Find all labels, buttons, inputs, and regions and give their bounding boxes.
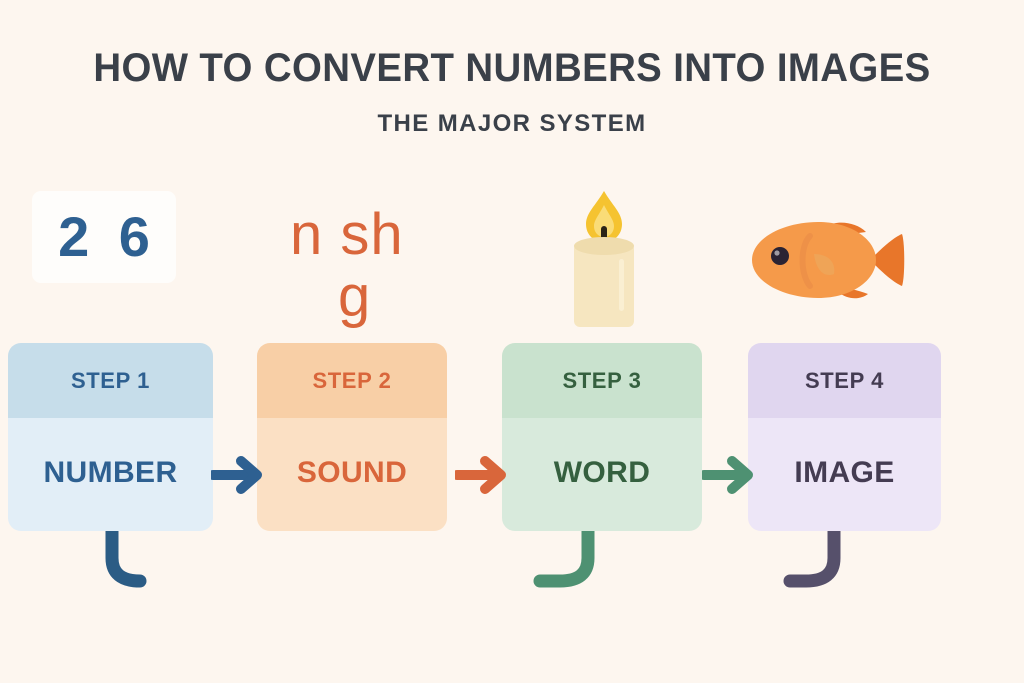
sound-example-top: n sh xyxy=(290,202,404,267)
sound-example-bottom: g xyxy=(338,264,371,329)
loop-from-step-3 xyxy=(533,521,595,588)
step-card-1-header: STEP 1 xyxy=(8,343,213,418)
loop-from-step-4 xyxy=(783,521,841,588)
page-subtitle: THE MAJOR SYSTEM xyxy=(377,110,647,137)
step-card-4[interactable]: STEP 4 IMAGE xyxy=(748,343,941,531)
step-card-1-name-label: NUMBER xyxy=(43,455,178,489)
step-card-3[interactable]: STEP 3 WORD xyxy=(502,343,702,531)
number-example-card: 2 6 xyxy=(32,191,176,283)
step-card-4-step-label: STEP 4 xyxy=(804,367,884,393)
loop-from-step-1 xyxy=(105,521,147,588)
number-example-value: 2 6 xyxy=(58,205,157,268)
step-card-4-header: STEP 4 xyxy=(748,343,941,418)
step-card-1[interactable]: STEP 1 NUMBER xyxy=(8,343,213,531)
step-card-3-step-label: STEP 3 xyxy=(562,367,642,393)
step-card-3-name-label: WORD xyxy=(553,455,651,489)
step-card-2-body: SOUND xyxy=(257,418,447,531)
step-card-1-body: NUMBER xyxy=(8,418,213,531)
step-card-1-step-label: STEP 1 xyxy=(70,367,150,393)
step-card-3-body: WORD xyxy=(502,418,702,531)
fish-icon xyxy=(742,212,910,308)
arrow-right-icon-2 xyxy=(452,450,513,500)
step-card-2[interactable]: STEP 2 SOUND xyxy=(257,343,447,531)
page-title: HOW TO CONVERT NUMBERS INTO IMAGES xyxy=(93,46,931,90)
sound-example-group: n sh g xyxy=(272,206,448,332)
arrow-right-icon-1 xyxy=(208,450,269,500)
step-card-2-name-label: SOUND xyxy=(296,455,408,489)
arrow-right-icon-3 xyxy=(699,450,760,500)
step-card-2-header: STEP 2 xyxy=(257,343,447,418)
step-card-2-step-label: STEP 2 xyxy=(312,367,392,393)
candle-icon xyxy=(548,183,660,331)
step-card-4-body: IMAGE xyxy=(748,418,941,531)
step-card-3-header: STEP 3 xyxy=(502,343,702,418)
step-card-4-name-label: IMAGE xyxy=(794,455,895,489)
